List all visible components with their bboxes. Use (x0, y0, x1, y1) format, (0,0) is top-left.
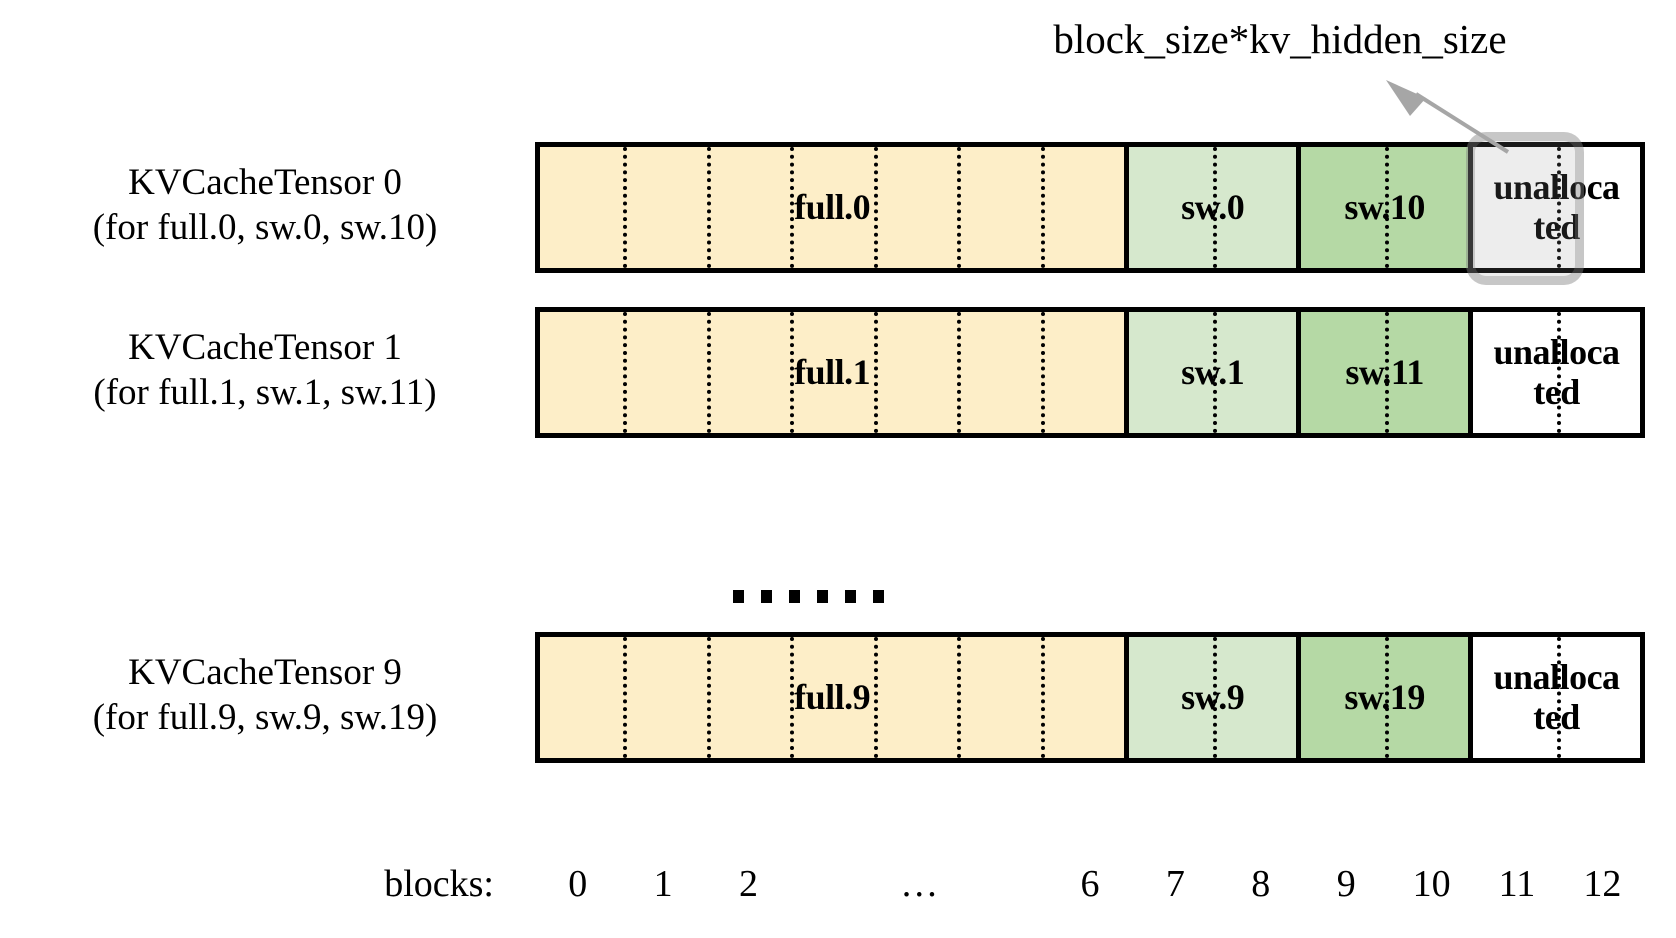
row-label-0: KVCacheTensor 0(for full.0, sw.0, sw.10) (30, 160, 500, 250)
block-divider (957, 637, 962, 758)
kvcache-tensor-bar[interactable]: full.0 sw.0 sw.10 unalloca ted (535, 142, 1645, 273)
row-label-line: KVCacheTensor 9 (128, 652, 402, 693)
full-segment[interactable]: full.0 (540, 147, 1125, 268)
block-divider (1384, 147, 1389, 268)
full-segment[interactable]: full.9 (540, 637, 1125, 758)
block-divider (706, 147, 711, 268)
axis-tick: 10 (1412, 863, 1451, 905)
row-label-1: KVCacheTensor 1(for full.1, sw.1, sw.11) (30, 325, 500, 415)
row-label-line: (for full.0, sw.0, sw.10) (92, 207, 438, 249)
segment-label: full.1 (794, 351, 871, 392)
block-divider (1384, 312, 1389, 433)
axis-tick: 8 (1251, 863, 1271, 905)
block-divider (623, 637, 628, 758)
kvcache-tensor-bar[interactable]: full.9 sw.9 sw.19 unalloca ted (535, 632, 1645, 763)
unallocated-segment[interactable]: unalloca ted (1468, 637, 1640, 758)
block-divider (1556, 312, 1561, 433)
axis-tick: 1 (653, 863, 673, 905)
block-divider (790, 312, 795, 433)
sw-low-segment[interactable]: sw.0 (1124, 147, 1297, 268)
block-divider (1384, 637, 1389, 758)
axis-title: blocks: (384, 863, 494, 905)
row-label-line: KVCacheTensor 0 (128, 162, 402, 203)
axis-tick: 9 (1336, 863, 1356, 905)
block-divider (1212, 637, 1217, 758)
block-divider (1556, 637, 1561, 758)
axis-tick: 0 (568, 863, 588, 905)
annotation-label: block_size*kv_hidden_size (1053, 16, 1507, 62)
block-divider (790, 637, 795, 758)
axis-tick: 11 (1498, 863, 1536, 905)
unallocated-segment[interactable]: unalloca ted (1468, 147, 1640, 268)
ellipsis-dot (789, 590, 800, 603)
segment-label: sw.9 (1181, 676, 1245, 717)
block-divider (706, 637, 711, 758)
axis-tick: 6 (1080, 863, 1100, 905)
segment-label: unalloca ted (1493, 331, 1621, 412)
sw-low-segment[interactable]: sw.1 (1124, 312, 1297, 433)
segment-label: sw.19 (1344, 676, 1425, 717)
segment-label: unalloca ted (1493, 166, 1621, 247)
sw-low-segment[interactable]: sw.9 (1124, 637, 1297, 758)
block-divider (1040, 637, 1045, 758)
row-label-line: KVCacheTensor 1 (128, 327, 402, 368)
axis-tick: 12 (1583, 863, 1622, 905)
block-divider (873, 637, 878, 758)
block-divider (1040, 312, 1045, 433)
block-divider (957, 147, 962, 268)
axis-tick: 2 (738, 863, 758, 905)
segment-label: full.9 (794, 676, 871, 717)
sw-high-segment[interactable]: sw.10 (1296, 147, 1469, 268)
ellipsis-dot (873, 590, 884, 603)
block-divider (706, 312, 711, 433)
segment-label: unalloca ted (1493, 656, 1621, 737)
block-divider (623, 147, 628, 268)
vertical-ellipsis (733, 590, 884, 603)
segment-label: sw.1 (1181, 351, 1245, 392)
segment-label: full.0 (794, 186, 871, 227)
ellipsis-dot (817, 590, 828, 603)
row-label-2: KVCacheTensor 9(for full.9, sw.9, sw.19) (30, 650, 500, 740)
segment-label: sw.10 (1344, 186, 1425, 227)
row-label-line: (for full.9, sw.9, sw.19) (92, 697, 438, 739)
row-label-line: (for full.1, sw.1, sw.11) (93, 372, 437, 414)
block-divider (873, 147, 878, 268)
ellipsis-dot (761, 590, 772, 603)
block-divider (790, 147, 795, 268)
unallocated-segment[interactable]: unalloca ted (1468, 312, 1640, 433)
full-segment[interactable]: full.1 (540, 312, 1125, 433)
block-divider (957, 312, 962, 433)
kvcache-tensor-bar[interactable]: full.1 sw.1 sw.11 unalloca ted (535, 307, 1645, 438)
block-divider (1212, 147, 1217, 268)
segment-label: sw.11 (1345, 351, 1424, 392)
block-divider (873, 312, 878, 433)
sw-high-segment[interactable]: sw.11 (1296, 312, 1469, 433)
block-divider (1212, 312, 1217, 433)
sw-high-segment[interactable]: sw.19 (1296, 637, 1469, 758)
segment-label: sw.0 (1181, 186, 1245, 227)
axis-tick: … (900, 863, 939, 905)
block-divider (623, 312, 628, 433)
axis-tick: 7 (1165, 863, 1185, 905)
block-divider (1040, 147, 1045, 268)
block-divider (1556, 147, 1561, 268)
ellipsis-dot (845, 590, 856, 603)
ellipsis-dot (733, 590, 744, 603)
